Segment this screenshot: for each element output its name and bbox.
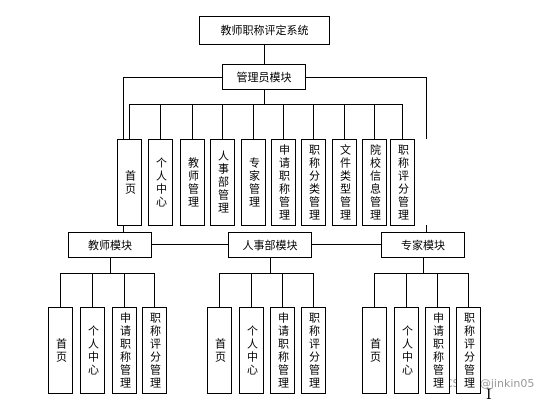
hr-child-4-label: 职称评分管理 [307, 311, 321, 390]
teacher-child-3: 申请职称管理 [112, 307, 137, 394]
expert-child-4: 职称评分管理 [456, 307, 481, 394]
admin-child-9: 院校信息管理 [362, 139, 387, 226]
admin-child-4: 人事部管理 [210, 139, 235, 226]
admin-child-1-label: 首页 [123, 169, 137, 196]
root-node: 教师职称评定系统 [199, 16, 330, 45]
admin-child-8: 文件类型管理 [332, 139, 357, 226]
admin-child-10-label: 职称评分管理 [396, 143, 410, 222]
teacher-child-2-label: 个人中心 [86, 324, 100, 377]
hr-child-1-label: 首页 [213, 337, 227, 364]
admin-child-9-label: 院校信息管理 [368, 143, 382, 222]
expert-child-1: 首页 [362, 307, 387, 394]
admin-child-6-label: 申请职称管理 [277, 143, 291, 222]
admin-child-5: 专家管理 [241, 139, 266, 226]
admin-child-6: 申请职称管理 [271, 139, 296, 226]
expert-child-4-label: 职称评分管理 [462, 311, 476, 390]
expert-child-3: 申请职称管理 [425, 307, 450, 394]
admin-child-5-label: 专家管理 [247, 156, 261, 209]
admin-child-3: 教师管理 [180, 139, 205, 226]
hr-child-1: 首页 [207, 307, 232, 394]
teacher-child-4-label: 职称评分管理 [148, 311, 162, 390]
expert-module-node: 专家模块 [381, 232, 465, 258]
hr-child-3-label: 申请职称管理 [276, 311, 290, 390]
teacher-module-node: 教师模块 [68, 232, 152, 258]
admin-module-node: 管理员模块 [222, 64, 306, 90]
admin-child-4-label: 人事部管理 [216, 150, 230, 215]
expert-child-2: 个人中心 [394, 307, 419, 394]
teacher-child-2: 个人中心 [80, 307, 105, 394]
expert-child-2-label: 个人中心 [400, 324, 414, 377]
admin-child-7: 职称分类管理 [301, 139, 326, 226]
hr-module-node: 人事部模块 [228, 232, 312, 258]
admin-child-3-label: 教师管理 [186, 156, 200, 209]
hr-child-2: 个人中心 [239, 307, 264, 394]
teacher-child-3-label: 申请职称管理 [118, 311, 132, 390]
admin-child-8-label: 文件类型管理 [338, 143, 352, 222]
teacher-child-4: 职称评分管理 [142, 307, 167, 394]
admin-child-10: 职称评分管理 [390, 139, 415, 226]
admin-child-7-label: 职称分类管理 [307, 143, 321, 222]
hr-child-4: 职称评分管理 [301, 307, 326, 394]
admin-child-2-label: 个人中心 [154, 156, 168, 209]
admin-child-2: 个人中心 [148, 139, 173, 226]
hr-child-3: 申请职称管理 [270, 307, 295, 394]
hr-child-2-label: 个人中心 [245, 324, 259, 377]
teacher-child-1-label: 首页 [54, 337, 68, 364]
admin-child-1: 首页 [117, 139, 142, 226]
expert-child-1-label: 首页 [368, 337, 382, 364]
expert-child-3-label: 申请职称管理 [431, 311, 445, 390]
teacher-child-1: 首页 [48, 307, 73, 394]
text-cursor-icon: I [486, 387, 492, 402]
